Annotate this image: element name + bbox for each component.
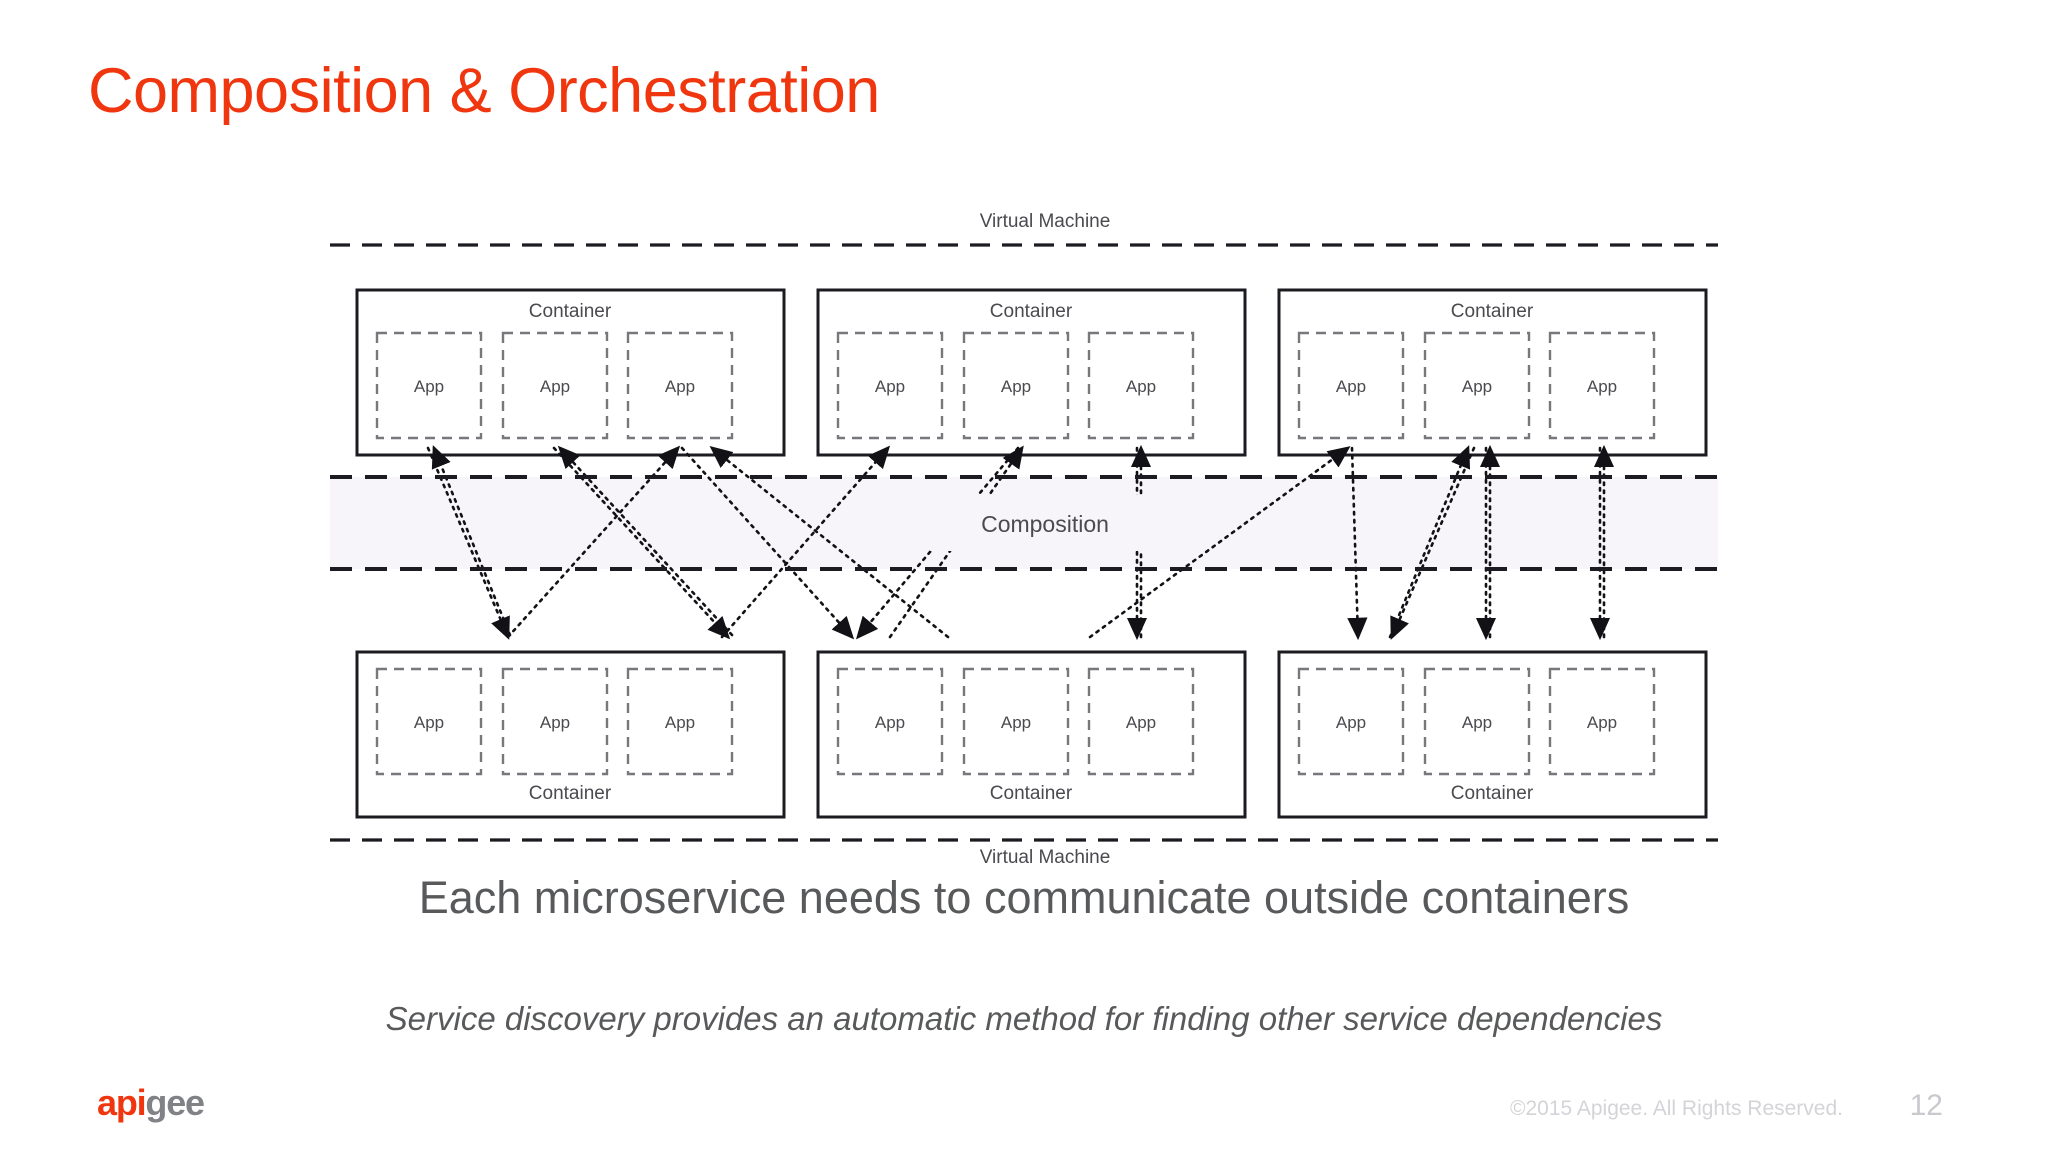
logo-text-gee: gee	[145, 1082, 205, 1123]
top-container-1: Container App App App	[355, 288, 786, 457]
app-box-label: App	[414, 713, 444, 732]
top-container-2-label: Container	[990, 301, 1073, 322]
app-box-label: App	[875, 713, 905, 732]
copyright-text: ©2015 Apigee. All Rights Reserved.	[1509, 1097, 1843, 1120]
app-box-label: App	[665, 713, 695, 732]
diagram-svg: Virtual Machine Container App App App Co…	[330, 211, 1718, 865]
bottom-container-2-label: Container	[990, 783, 1073, 804]
app-box-label: App	[1587, 377, 1617, 396]
connector-arrow	[1388, 445, 1471, 639]
app-box-label: App	[1587, 713, 1617, 732]
connector-arrow	[720, 445, 891, 639]
page-title: Composition & Orchestration	[88, 56, 880, 126]
app-box-label: App	[1336, 377, 1366, 396]
app-box-label: App	[665, 377, 695, 396]
architecture-diagram: Virtual Machine Container App App App Co…	[330, 205, 1760, 865]
bottom-container-2: App App App Container	[816, 650, 1247, 819]
connector-arrow	[506, 445, 681, 639]
connector-arrow	[426, 446, 510, 640]
vm-top-label: Virtual Machine	[980, 211, 1111, 232]
app-box-label: App	[1126, 713, 1156, 732]
vm-bottom-label: Virtual Machine	[980, 847, 1111, 865]
app-box-label: App	[1462, 377, 1492, 396]
connector-arrow	[1088, 446, 1351, 639]
connection-arrows	[426, 444, 1615, 641]
caption-primary: Each microservice needs to communicate o…	[418, 872, 1630, 923]
bottom-container-1-label: Container	[529, 783, 612, 804]
connector-arrow	[557, 445, 734, 637]
caption-secondary: Service discovery provides an automatic …	[385, 1000, 1663, 1037]
app-box-label: App	[1336, 713, 1366, 732]
connector-arrow	[552, 446, 731, 640]
top-container-3: Container App App App	[1277, 288, 1708, 457]
composition-label: Composition	[981, 511, 1109, 537]
connector-arrow	[1390, 446, 1476, 640]
bottom-container-1: App App App Container	[355, 650, 786, 819]
top-container-2: Container App App App	[816, 288, 1247, 457]
app-box-label: App	[414, 377, 444, 396]
connector-arrow	[431, 445, 512, 637]
connector-arrow	[680, 446, 855, 640]
connector-arrow	[1347, 446, 1368, 641]
app-box-label: App	[540, 713, 570, 732]
app-box-label: App	[1126, 377, 1156, 396]
logo-text-api: api	[97, 1082, 147, 1123]
connector-arrow	[709, 446, 950, 639]
top-container-3-label: Container	[1451, 301, 1534, 322]
bottom-container-3-label: Container	[1451, 783, 1534, 804]
app-box-label: App	[540, 377, 570, 396]
bottom-container-3: App App App Container	[1277, 650, 1708, 819]
connector-arrow	[855, 446, 1020, 640]
apigee-logo: apigee	[97, 1082, 205, 1124]
top-container-1-label: Container	[529, 301, 612, 322]
composition-label-bg	[930, 495, 1162, 551]
app-box-label: App	[875, 377, 905, 396]
app-box-label: App	[1462, 713, 1492, 732]
app-box-label: App	[1001, 377, 1031, 396]
page-number: 12	[1909, 1089, 1943, 1122]
app-box-label: App	[1001, 713, 1031, 732]
